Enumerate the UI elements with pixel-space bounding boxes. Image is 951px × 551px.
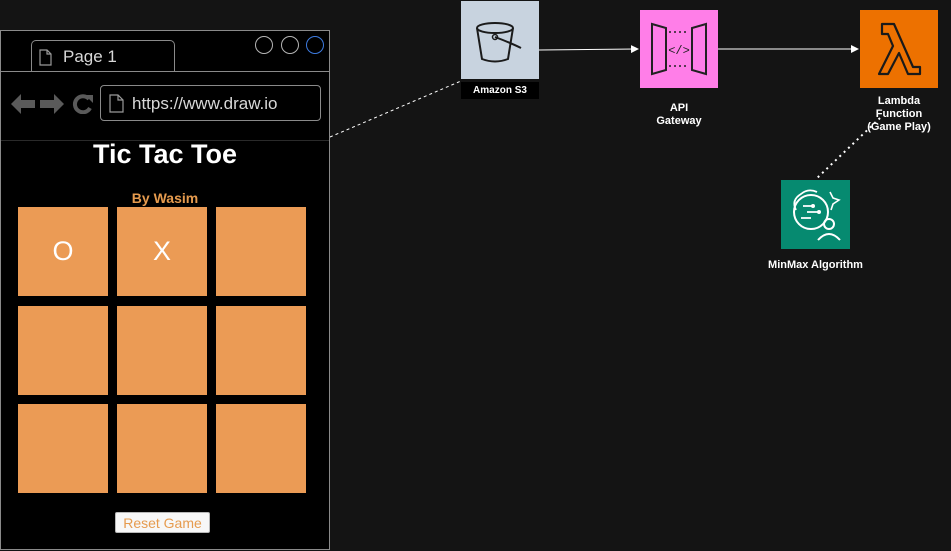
s3-node[interactable] <box>461 1 539 79</box>
board-cell[interactable]: O <box>18 207 108 296</box>
browser-window: Page 1 https://www.draw.io Tic Tac Toe B… <box>0 30 330 550</box>
api-gateway-node[interactable]: </> <box>640 10 718 88</box>
connector-s3-api <box>538 45 639 54</box>
board-cell[interactable] <box>117 306 207 395</box>
tab-bar-divider <box>1 71 329 72</box>
api-gateway-icon: </> <box>651 22 707 76</box>
minimize-button[interactable] <box>255 36 273 54</box>
connector-browser-s3 <box>329 80 462 138</box>
lambda-node[interactable] <box>860 10 938 88</box>
refresh-icon[interactable] <box>72 94 94 114</box>
board-cell[interactable] <box>216 207 306 296</box>
brain-gear-icon <box>793 189 841 241</box>
lambda-label: Lambda Function (Game Play) <box>867 95 931 133</box>
browser-tab[interactable]: Page 1 <box>31 40 175 72</box>
forward-arrow-icon[interactable] <box>40 94 64 114</box>
minmax-node[interactable] <box>781 180 850 249</box>
board-cell[interactable] <box>18 306 108 395</box>
game-author: By Wasim <box>131 190 199 206</box>
board-cell[interactable] <box>216 404 306 493</box>
reset-game-button[interactable]: Reset Game <box>115 512 210 533</box>
board-cell[interactable] <box>18 404 108 493</box>
minmax-label: MinMax Algorithm <box>768 259 863 271</box>
back-arrow-icon[interactable] <box>11 94 35 114</box>
tab-label: Page 1 <box>63 47 117 66</box>
api-gateway-label: API Gateway <box>656 102 702 127</box>
address-bar[interactable]: https://www.draw.io <box>100 85 321 121</box>
s3-label: Amazon S3 <box>461 82 539 99</box>
board-cell[interactable]: X <box>117 207 207 296</box>
content-divider <box>1 140 329 141</box>
bucket-icon <box>476 22 522 63</box>
board-cell[interactable] <box>117 404 207 493</box>
url-text: https://www.draw.io <box>132 94 278 113</box>
maximize-button[interactable] <box>281 36 299 54</box>
svg-text:</>: </> <box>668 44 690 58</box>
page-icon <box>109 94 124 113</box>
board-cell[interactable] <box>216 306 306 395</box>
game-title: Tic Tac Toe <box>92 139 238 169</box>
close-button[interactable] <box>306 36 324 54</box>
page-icon <box>39 49 52 66</box>
lambda-icon <box>877 22 922 76</box>
